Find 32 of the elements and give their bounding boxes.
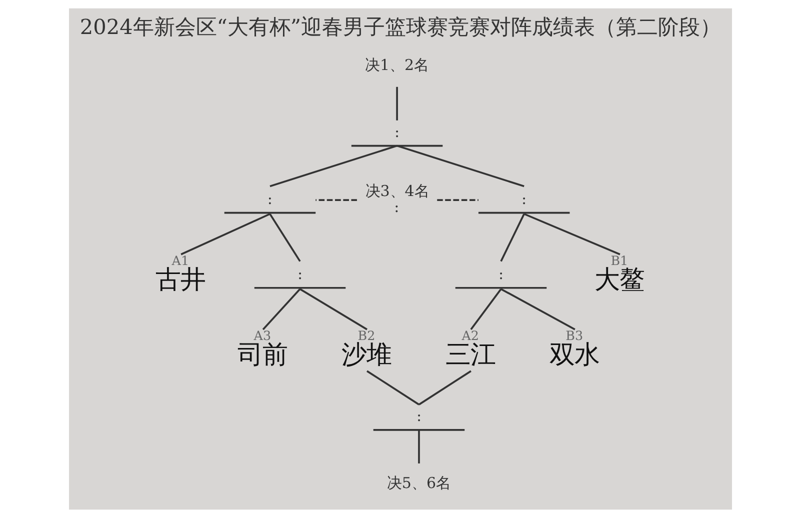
connector [470, 288, 502, 330]
diagram-title: 2024年新会区“大有杯”迎春男子篮球赛竞赛对阵成绩表（第二阶段） [79, 15, 721, 40]
node-text: : [498, 265, 504, 284]
node-text: 决3、4名 : [364, 182, 429, 216]
connector [436, 199, 478, 202]
node-text: A3 司前 [237, 328, 288, 370]
connector [269, 144, 397, 188]
connector [366, 370, 419, 406]
node-text: A1 古井 [155, 253, 206, 294]
node-text: : [296, 265, 302, 284]
connector [180, 213, 270, 256]
node-text: : [521, 190, 526, 208]
connector [500, 288, 575, 330]
node-text: B3 双水 [549, 328, 599, 370]
connector [262, 288, 300, 330]
node-text: : [394, 123, 400, 142]
connector [396, 86, 398, 120]
node-text: B2 沙堆 [341, 328, 392, 370]
node-text: : [266, 190, 272, 208]
connector [396, 144, 524, 188]
node-text: B1 大鳌 [594, 253, 644, 294]
node-text: : [416, 407, 422, 426]
connector [418, 430, 420, 464]
connector [500, 214, 524, 262]
node-text: A2 三江 [445, 328, 496, 370]
connector [523, 213, 620, 256]
connector [315, 199, 356, 202]
connector [299, 288, 367, 330]
node-text: 决1、2名 [364, 56, 429, 74]
connector [418, 370, 471, 406]
connector [268, 213, 300, 262]
node-text: 决5、6名 [386, 474, 451, 492]
